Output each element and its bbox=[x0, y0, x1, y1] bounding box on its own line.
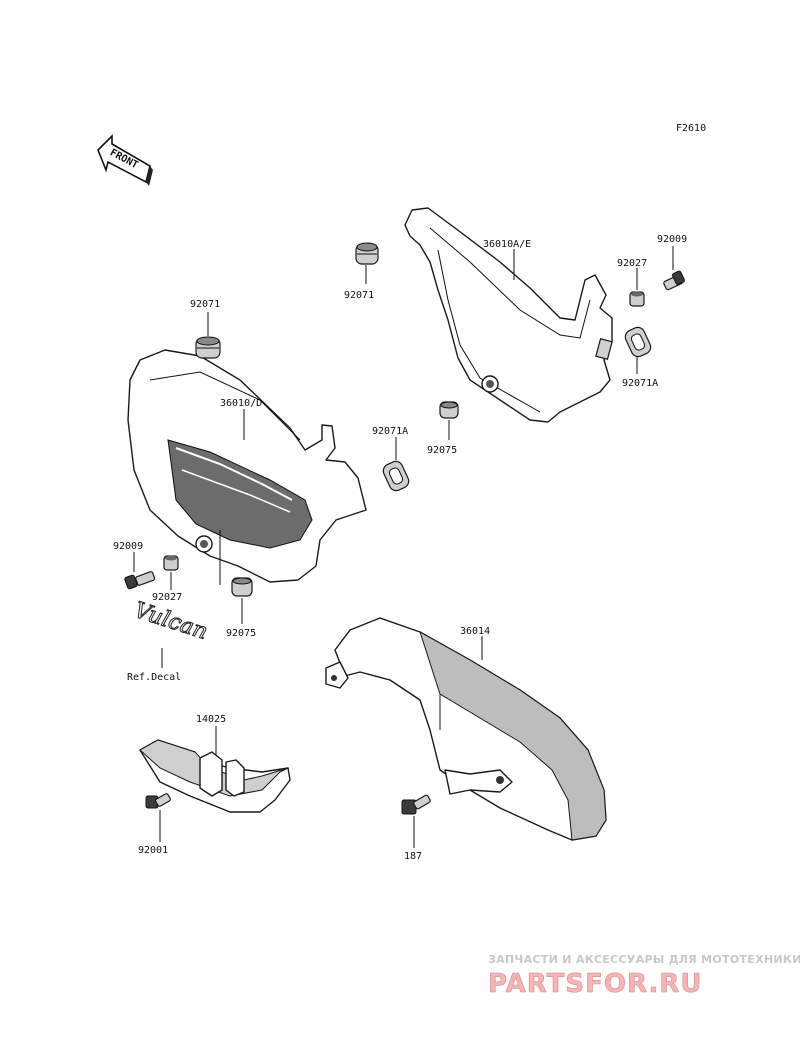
part-label-92071-left: 92071 bbox=[190, 299, 220, 310]
part-label-92071A-right: 92071A bbox=[622, 378, 658, 389]
part-label-92001: 92001 bbox=[138, 845, 168, 856]
screw-92009-right bbox=[663, 270, 685, 291]
part-label-36010A-E: 36010A/E bbox=[483, 239, 531, 250]
watermark: ЗАПЧАСТИ И АКСЕССУАРЫ ДЛЯ МОТОТЕХНИКИ PA… bbox=[488, 953, 800, 999]
grommet-92071-left bbox=[195, 336, 221, 359]
left-side-cover-part bbox=[127, 349, 367, 583]
part-label-ref-decal: Ref.Decal bbox=[127, 672, 181, 683]
figure-code: F2610 bbox=[676, 123, 706, 134]
part-label-92071A-mid: 92071A bbox=[372, 426, 408, 437]
part-label-36010-D: 36010/D bbox=[220, 398, 262, 409]
part-label-92027-left: 92027 bbox=[152, 592, 182, 603]
front-arrow-icon: FRONT bbox=[97, 134, 153, 186]
part-label-14025: 14025 bbox=[196, 714, 226, 725]
collar-92027-right bbox=[629, 291, 645, 307]
watermark-logo: PARTSFOR.RU bbox=[488, 969, 702, 999]
grommet-92075-left bbox=[231, 577, 253, 597]
right-side-cover-part bbox=[404, 207, 613, 423]
part-label-92027-right: 92027 bbox=[617, 258, 647, 269]
grommet-92075-mid bbox=[439, 401, 459, 419]
screw-92009-left bbox=[124, 571, 156, 590]
collar-92027-left bbox=[163, 555, 179, 571]
part-label-92009-right: 92009 bbox=[657, 234, 687, 245]
decal-text: Vulcan bbox=[131, 598, 210, 645]
bolt-187 bbox=[401, 794, 431, 815]
watermark-tagline: ЗАПЧАСТИ И АКСЕССУАРЫ ДЛЯ МОТОТЕХНИКИ bbox=[488, 953, 800, 966]
part-label-92071-center: 92071 bbox=[344, 290, 374, 301]
part-label-187: 187 bbox=[404, 851, 422, 862]
grommet-92071A-right bbox=[624, 326, 652, 358]
vulcan-decal-part: Vulcan bbox=[131, 597, 211, 645]
grommet-92071-center bbox=[355, 242, 379, 265]
part-label-36014: 36014 bbox=[460, 626, 490, 637]
part-label-92075-mid: 92075 bbox=[427, 445, 457, 456]
leader-lines bbox=[133, 246, 674, 848]
part-label-92075-left: 92075 bbox=[226, 628, 256, 639]
cover-14025-part bbox=[139, 739, 291, 813]
grommet-92071A-mid bbox=[382, 460, 410, 492]
part-label-92009-left: 92009 bbox=[113, 541, 143, 552]
bolt-92001 bbox=[145, 793, 171, 809]
chain-guard-part bbox=[325, 617, 607, 841]
